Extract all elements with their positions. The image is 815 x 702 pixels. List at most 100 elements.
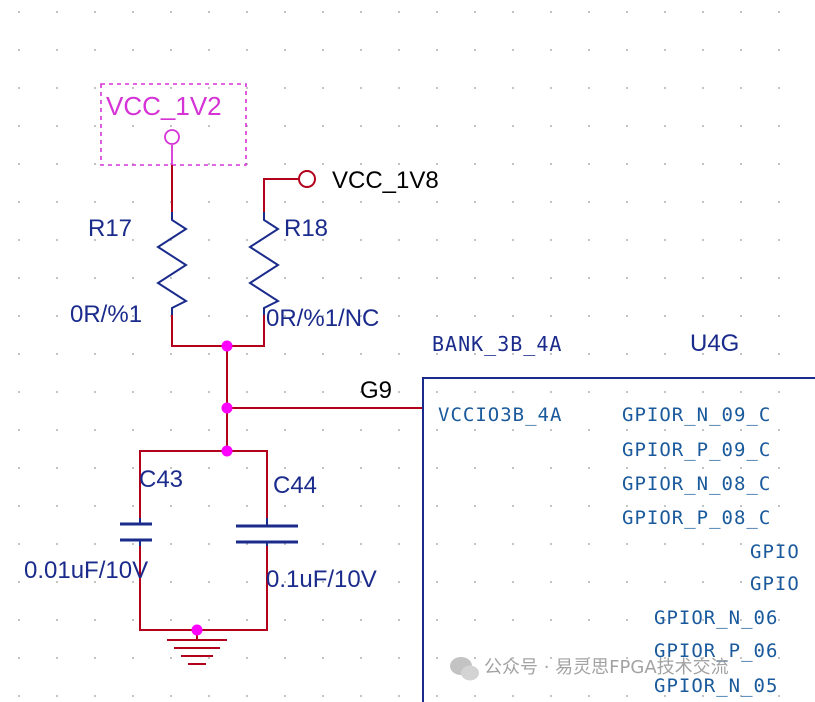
- grid-dot: [702, 581, 704, 583]
- grid-dot: [512, 125, 514, 127]
- power-port-vcc-1v2-outline: [100, 83, 247, 166]
- grid-dot: [740, 163, 742, 165]
- grid-dot: [512, 49, 514, 51]
- grid-dot: [740, 277, 742, 279]
- grid-dot: [550, 87, 552, 89]
- grid-dot: [360, 543, 362, 545]
- grid-dot: [778, 695, 780, 697]
- grid-dot: [360, 657, 362, 659]
- grid-dot: [398, 239, 400, 241]
- grid-dot: [588, 49, 590, 51]
- grid-dot: [322, 429, 324, 431]
- grid-dot: [550, 125, 552, 127]
- grid-dot: [246, 505, 248, 507]
- watermark: 公众号 · 易灵思FPGA技术交流: [450, 657, 729, 681]
- ic-u4g[interactable]: BANK_3B_4A U4G VCCIO3B_4A GPIOR_N_09_CGP…: [422, 330, 815, 702]
- resistor-r17-value: 0R/%1: [70, 301, 142, 328]
- grid-dot: [588, 429, 590, 431]
- grid-dot: [94, 163, 96, 165]
- grid-dot: [284, 87, 286, 89]
- grid-dot: [56, 695, 58, 697]
- grid-dot: [56, 11, 58, 13]
- grid-dot: [322, 543, 324, 545]
- grid-dot: [664, 543, 666, 545]
- grid-dot: [170, 505, 172, 507]
- grid-dot: [208, 543, 210, 545]
- grid-dot: [474, 353, 476, 355]
- grid-dot: [56, 429, 58, 431]
- grid-dot: [778, 277, 780, 279]
- grid-dot: [208, 429, 210, 431]
- grid-dot: [626, 277, 628, 279]
- grid-dot: [360, 505, 362, 507]
- grid-dot: [322, 239, 324, 241]
- grid-dot: [56, 619, 58, 621]
- resistor-r18[interactable]: R18 0R/%1/NC: [248, 212, 379, 332]
- grid-dot: [56, 277, 58, 279]
- grid-dot: [284, 505, 286, 507]
- grid-dot: [436, 467, 438, 469]
- grid-dot: [702, 467, 704, 469]
- grid-dot: [474, 619, 476, 621]
- grid-dot: [132, 429, 134, 431]
- grid-dot: [170, 429, 172, 431]
- grid-dot: [740, 125, 742, 127]
- grid-dot: [702, 391, 704, 393]
- grid-dot: [778, 429, 780, 431]
- grid-dot: [18, 49, 20, 51]
- wechat-icon: [450, 657, 479, 681]
- grid-dot: [588, 11, 590, 13]
- grid-dot: [626, 581, 628, 583]
- wire-r18-top: [263, 178, 298, 212]
- grid-dot: [322, 87, 324, 89]
- grid-dot: [246, 581, 248, 583]
- grid-dot: [322, 125, 324, 127]
- grid-dot: [626, 543, 628, 545]
- grid-dot: [18, 239, 20, 241]
- grid-dot: [740, 467, 742, 469]
- grid-dot: [208, 695, 210, 697]
- grid-dot: [512, 239, 514, 241]
- grid-dot: [18, 11, 20, 13]
- grid-dot: [94, 87, 96, 89]
- grid-dot: [18, 695, 20, 697]
- grid-dot: [360, 619, 362, 621]
- resistor-r17[interactable]: R17 0R/%1: [70, 212, 189, 328]
- grid-dot: [246, 619, 248, 621]
- resistor-r17-body: [156, 212, 189, 315]
- grid-dot: [664, 239, 666, 241]
- ic-bank-label: BANK_3B_4A: [432, 332, 562, 356]
- grid-dot: [702, 353, 704, 355]
- grid-dot: [322, 353, 324, 355]
- grid-dot: [702, 657, 704, 659]
- grid-dot: [246, 49, 248, 51]
- grid-dot: [436, 505, 438, 507]
- grid-dot: [778, 657, 780, 659]
- grid-dot: [550, 657, 552, 659]
- grid-dot: [360, 695, 362, 697]
- grid-dot: [588, 543, 590, 545]
- net-label-vcc-1v2: VCC_1V2: [106, 91, 222, 121]
- grid-dot: [550, 353, 552, 355]
- grid-dot: [56, 49, 58, 51]
- power-port-vcc-1v2[interactable]: VCC_1V2: [100, 83, 247, 166]
- capacitor-c44-ref: C44: [273, 472, 317, 499]
- capacitor-c43[interactable]: C43 0.01uF/10V: [24, 466, 183, 584]
- grid-dot: [360, 11, 362, 13]
- grid-dot: [284, 163, 286, 165]
- grid-dot: [246, 467, 248, 469]
- power-port-vcc-1v8[interactable]: VCC_1V8: [298, 167, 439, 194]
- grid-dot: [132, 619, 134, 621]
- grid-dot: [208, 353, 210, 355]
- grid-dot: [94, 467, 96, 469]
- grid-dot: [284, 125, 286, 127]
- grid-dot: [588, 581, 590, 583]
- grid-dot: [208, 239, 210, 241]
- capacitor-c44[interactable]: C44 0.1uF/10V: [236, 472, 377, 593]
- grid-dot: [778, 353, 780, 355]
- grid-dot: [18, 353, 20, 355]
- grid-dot: [170, 543, 172, 545]
- ic-pin-label: GPIOR_P_08_C: [622, 507, 771, 529]
- grid-dot: [284, 315, 286, 317]
